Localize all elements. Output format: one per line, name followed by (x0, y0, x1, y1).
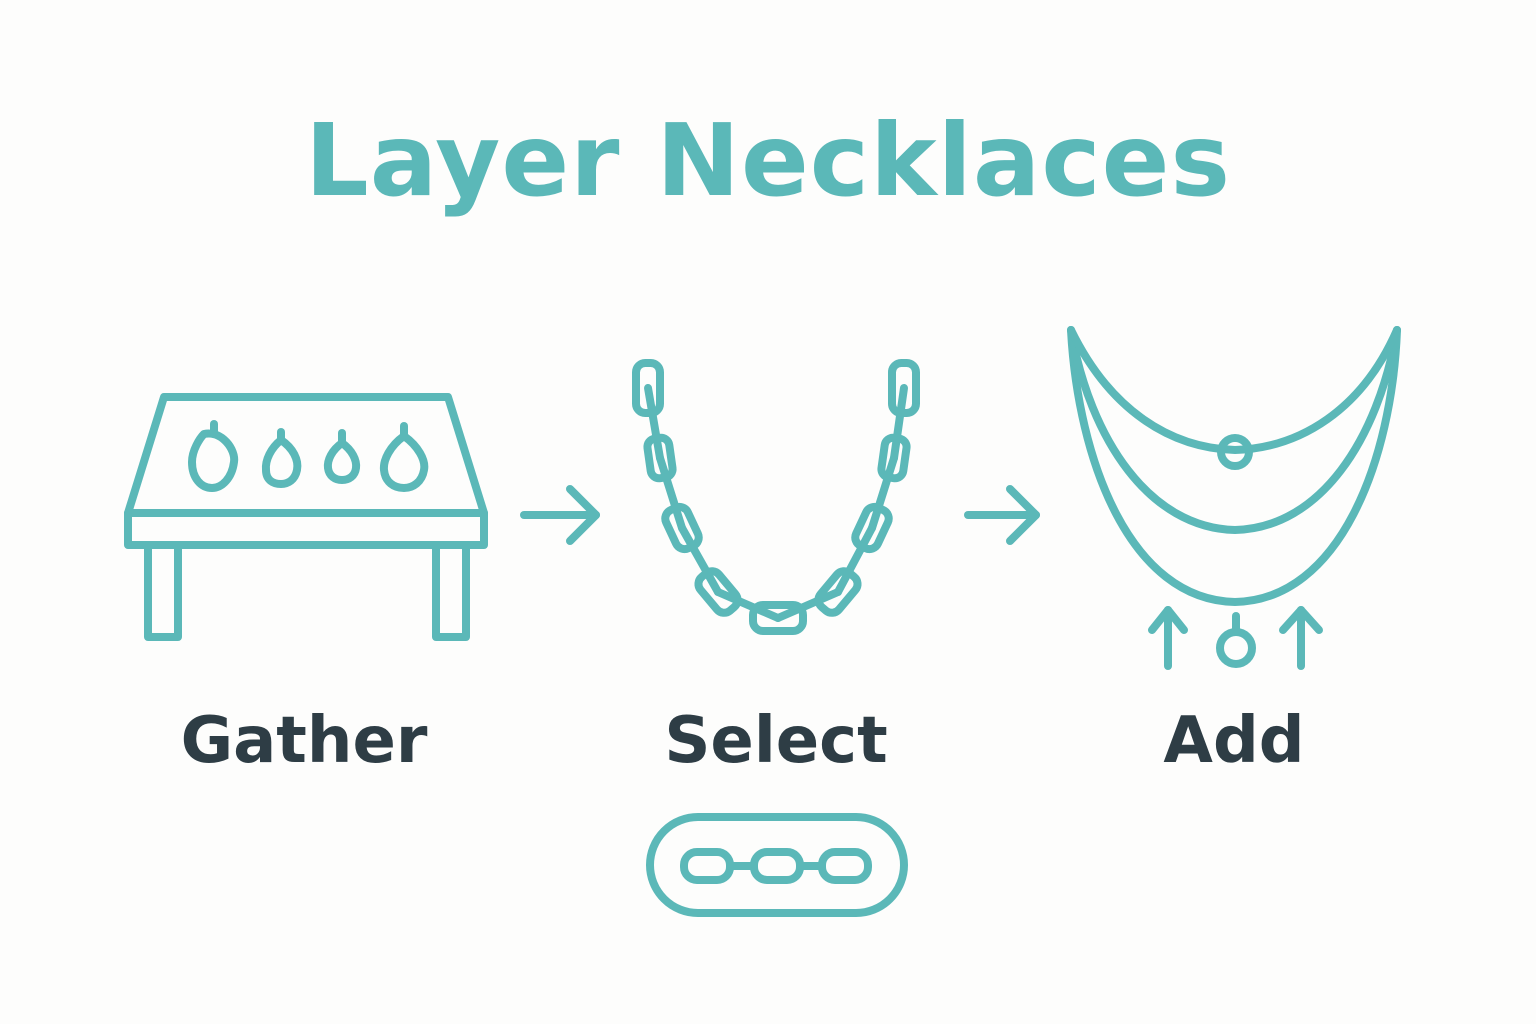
necklace-strand-inner (1067, 326, 1401, 454)
chain-connector (834, 524, 876, 596)
step-label-select: Select (664, 704, 888, 778)
pendant-icon (323, 429, 361, 484)
chain-necklace-icon (632, 359, 920, 635)
arrow-right-icon (964, 485, 1040, 545)
chain-link (632, 359, 664, 417)
chain-connector (656, 454, 686, 532)
chain-link (851, 502, 893, 554)
necklace-bead (1217, 434, 1253, 470)
chain-link (749, 601, 807, 635)
table-top (124, 393, 488, 517)
chain-connector (678, 524, 722, 596)
pendant-drop-icon (1216, 612, 1256, 668)
chain-connector (644, 384, 664, 462)
necklace-strand-middle (1067, 326, 1401, 534)
arrow-up-icon (1148, 606, 1188, 670)
badge-link (750, 848, 804, 884)
pendant-icon (379, 422, 429, 492)
necklace-strand-outer (1067, 326, 1401, 606)
arrow-right-icon (520, 485, 600, 545)
layered-necklaces-icon (1067, 326, 1401, 670)
step-label-add: Add (1163, 704, 1305, 778)
table-apron (124, 509, 488, 549)
chain-connector (714, 588, 782, 622)
step-label-gather: Gather (180, 704, 428, 778)
chain-link-badge-icon (646, 813, 908, 917)
chain-connector (774, 588, 842, 622)
chain-connector (890, 384, 908, 462)
chain-link (888, 359, 920, 417)
chain-link (661, 502, 703, 554)
chain-link (694, 567, 742, 617)
chain-link (877, 433, 911, 483)
chain-link (643, 433, 677, 483)
chain-link (814, 567, 862, 617)
table-leg-right (432, 541, 470, 641)
jewelry-table-icon (124, 393, 488, 641)
diagram-title: Layer Necklaces (305, 102, 1231, 219)
badge-link (818, 848, 872, 884)
arrow-up-icon (1279, 606, 1323, 670)
badge-link (680, 848, 734, 884)
pendant-icon (188, 420, 239, 492)
table-leg-left (144, 541, 182, 641)
chain-connector (868, 454, 898, 532)
badge-outline (646, 813, 908, 917)
pendant-icon (261, 428, 302, 488)
